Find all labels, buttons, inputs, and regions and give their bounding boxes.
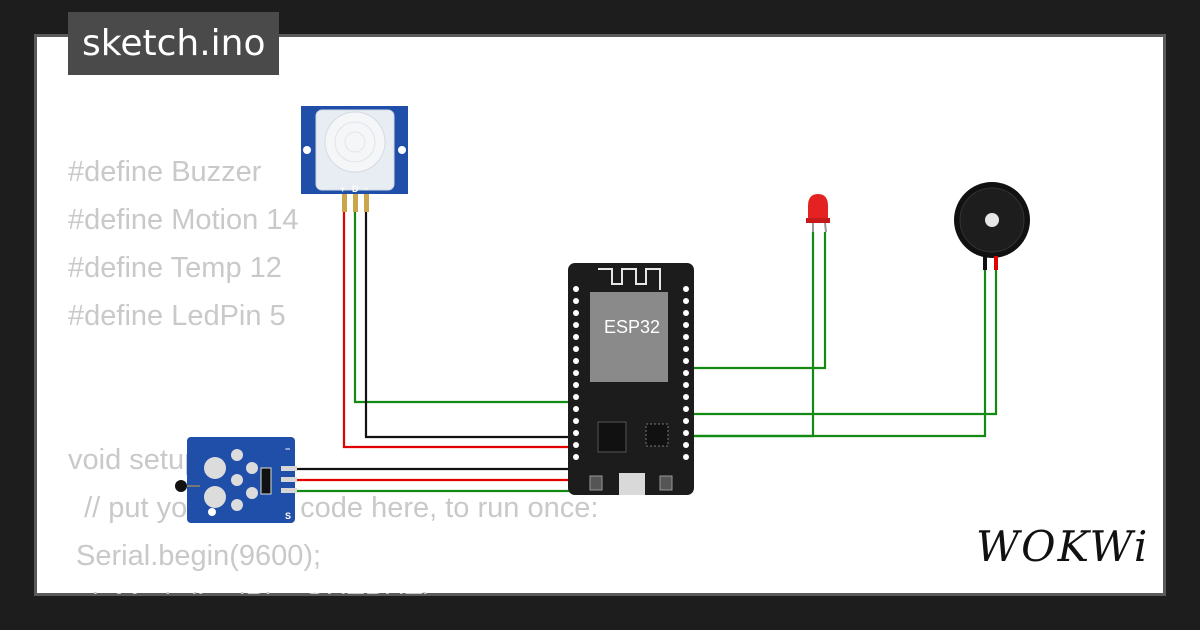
esp32-chip-label: ESP32 — [604, 317, 660, 337]
code-line: #define Temp 12 — [68, 252, 282, 284]
temperature-sensor-module[interactable]: S − — [175, 437, 297, 523]
esp32-board[interactable]: ESP32 — [568, 263, 694, 495]
wire-pir-data — [353, 212, 580, 404]
temp-pin-label: S — [285, 511, 291, 521]
wire-led-cathode — [688, 232, 815, 438]
pir-pin-label: + — [340, 184, 345, 194]
code-line: #define Buzzer — [68, 156, 262, 188]
pir-pin-label: D — [352, 184, 359, 194]
code-line: Serial.begin(9600); — [68, 540, 322, 572]
pir-pin-label: − — [363, 184, 368, 194]
wokwi-logo: WOKWi — [976, 522, 1150, 571]
pir-motion-sensor[interactable]: + D − — [301, 106, 408, 212]
code-preview: #define Buzzer #define Motion 14 #define… — [68, 148, 768, 594]
wire-led-anode — [688, 232, 827, 370]
esp32-left-pins — [573, 286, 579, 460]
code-line: pinMode(LedPin, OUTPUT); — [68, 580, 440, 594]
wire-buzzer-2 — [688, 268, 998, 416]
sketch-filename: sketch.ino — [68, 12, 280, 75]
code-line: #define Motion 14 — [68, 204, 299, 236]
piezo-buzzer[interactable] — [954, 182, 1030, 270]
temp-pin-label: − — [285, 444, 290, 454]
wire-buzzer-1 — [688, 268, 987, 438]
red-led[interactable] — [806, 194, 830, 233]
esp32-right-pins — [683, 286, 689, 460]
code-line: #define LedPin 5 — [68, 300, 286, 332]
